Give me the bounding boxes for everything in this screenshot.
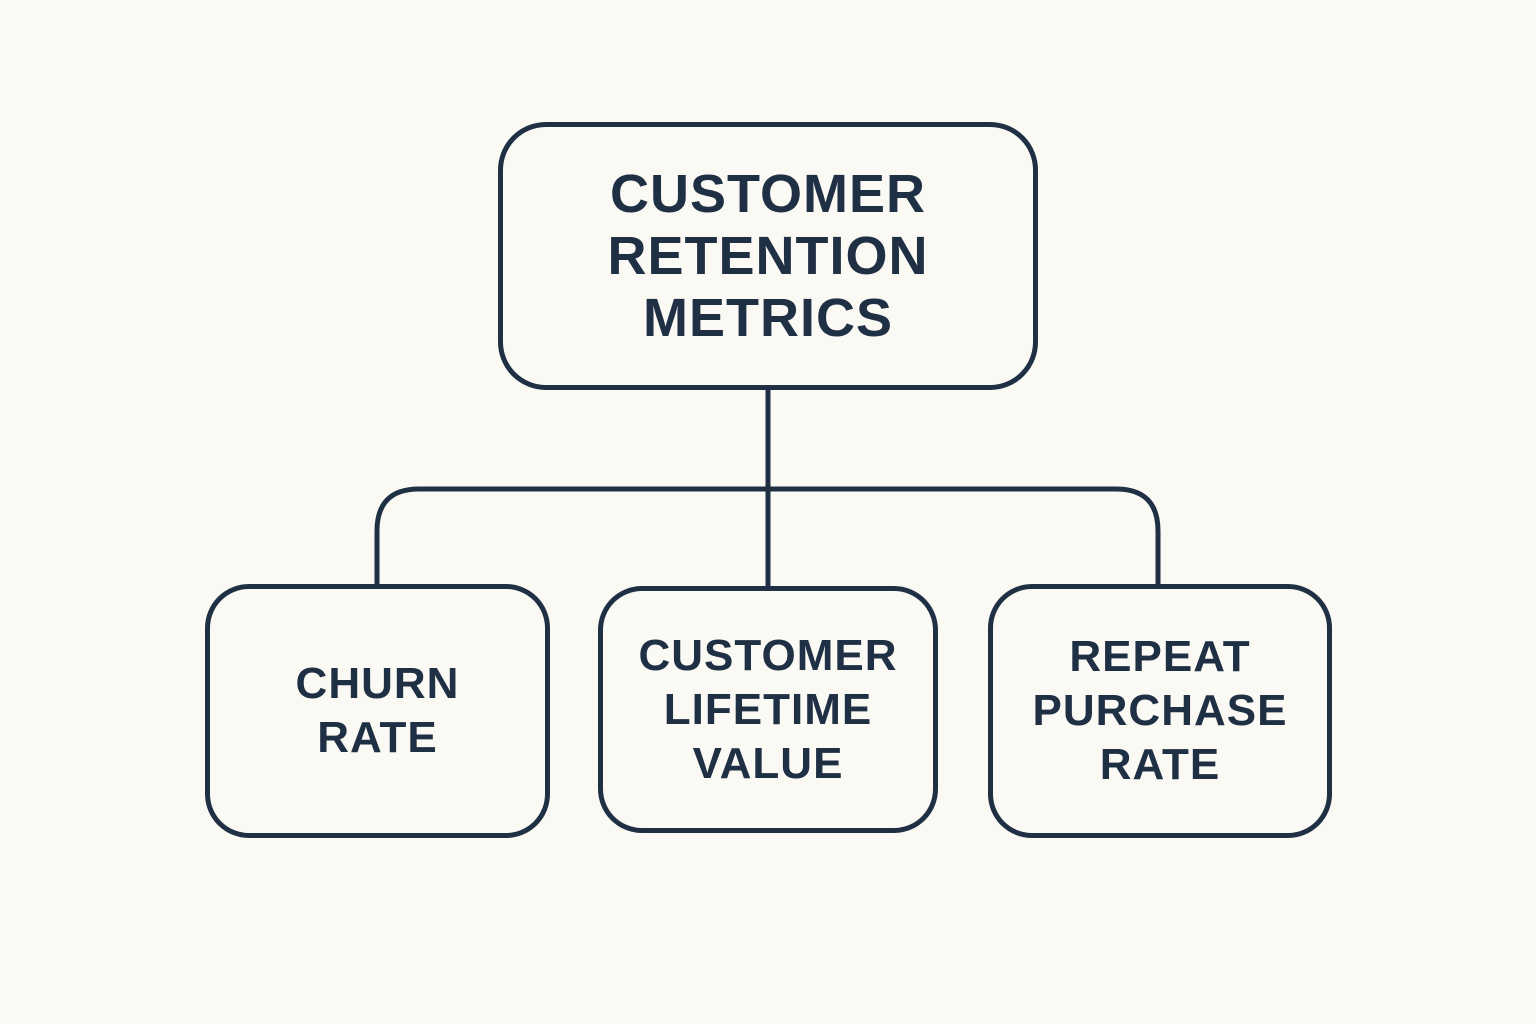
node-label-churn-rate: CHURN RATE xyxy=(295,659,460,762)
node-churn-rate: CHURN RATE xyxy=(205,584,550,838)
node-repeat-purchase-rate: REPEAT PURCHASE RATE xyxy=(988,584,1332,838)
connector-branch-bar xyxy=(374,486,1161,586)
node-customer-lifetime-value: CUSTOMER LIFETIME VALUE xyxy=(598,586,938,833)
node-customer-retention-metrics: CUSTOMER RETENTION METRICS xyxy=(498,122,1038,390)
node-label-customer-retention-metrics: CUSTOMER RETENTION METRICS xyxy=(607,164,929,348)
node-label-customer-lifetime-value: CUSTOMER LIFETIME VALUE xyxy=(638,630,898,788)
node-label-repeat-purchase-rate: REPEAT PURCHASE RATE xyxy=(1032,632,1288,789)
